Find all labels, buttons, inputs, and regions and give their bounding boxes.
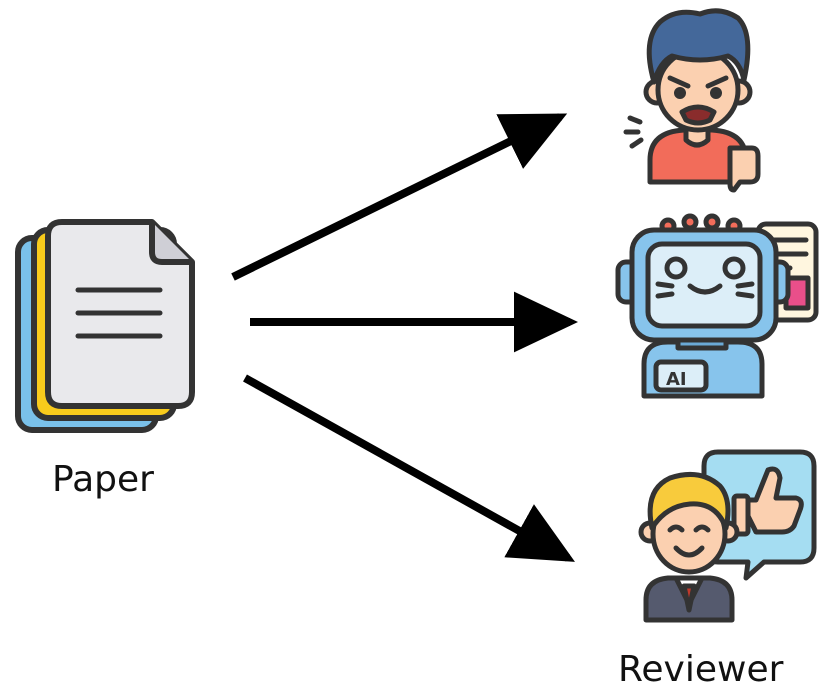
happy-reviewer-icon (638, 449, 817, 623)
arrow-to-angry-reviewer (231, 113, 568, 281)
arrow-to-happy-reviewer (243, 374, 575, 562)
reviewer-label: Reviewer (618, 649, 784, 690)
angry-reviewer-icon (623, 8, 761, 193)
ai-badge-text: AI (666, 369, 687, 390)
ai-robot-reviewer-icon (615, 213, 819, 399)
paper-stack-icon (15, 219, 195, 433)
arrows (231, 113, 578, 562)
paper-label: Paper (52, 459, 154, 500)
